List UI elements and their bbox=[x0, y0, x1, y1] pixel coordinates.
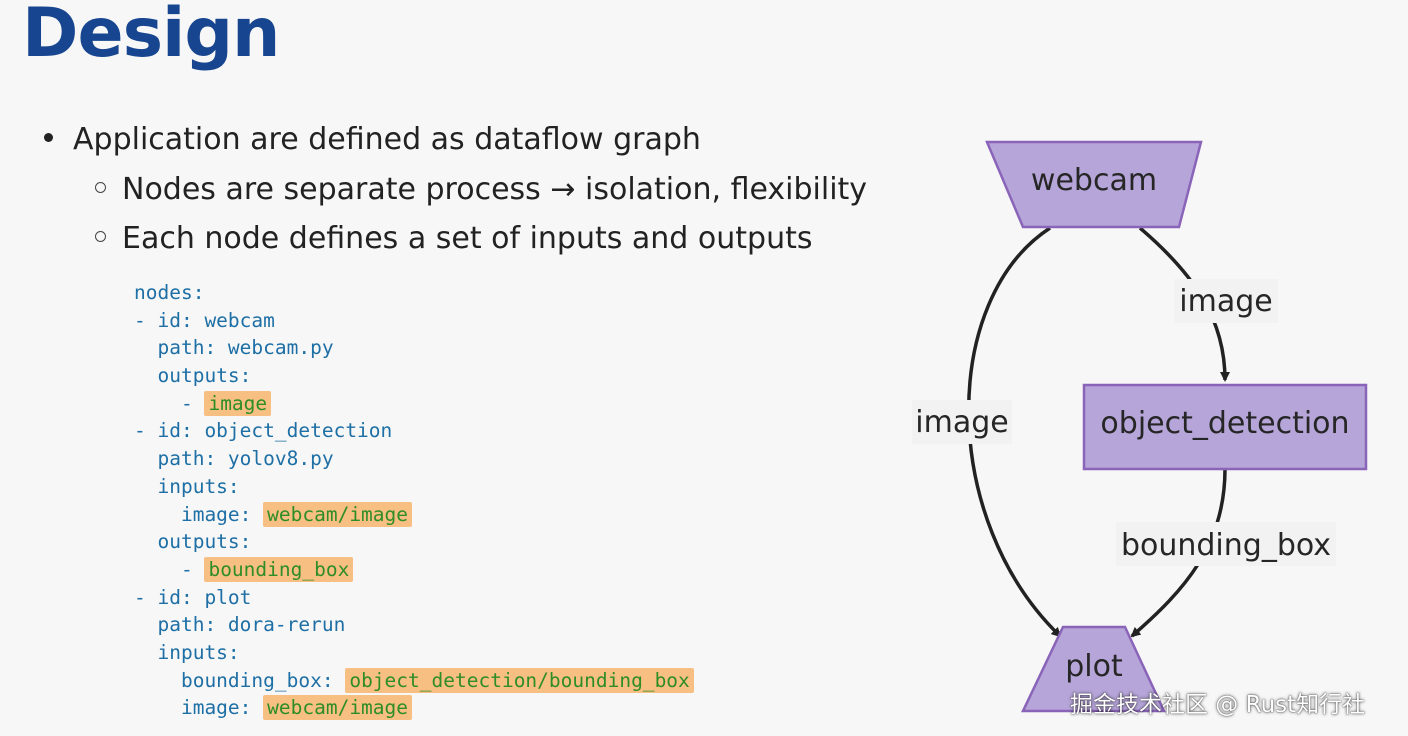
node-plot-shape bbox=[1021, 625, 1166, 713]
edge-label-image-left: image bbox=[915, 405, 1008, 440]
edge-label-image-right: image bbox=[1179, 284, 1272, 319]
yaml-code-block: nodes: - id: webcam path: webcam.py outp… bbox=[134, 279, 694, 722]
page-title: Design bbox=[22, 0, 280, 73]
edge-label-bounding-box: bounding_box bbox=[1121, 528, 1331, 563]
code-line: - id: object_detection bbox=[134, 419, 393, 443]
edge-label-bg bbox=[1174, 279, 1278, 323]
bullet-ring-icon bbox=[95, 182, 106, 193]
node-object-detection-shape bbox=[1082, 383, 1368, 471]
code-highlight: webcam/image bbox=[263, 501, 413, 527]
code-line: bounding_box: object_detection/bounding_… bbox=[134, 667, 694, 695]
node-webcam-shape bbox=[985, 140, 1203, 229]
code-highlight: image bbox=[204, 390, 272, 416]
edge-label-bg bbox=[1116, 522, 1336, 566]
bullet-sub-text: Nodes are separate process → isolation, … bbox=[122, 172, 868, 207]
bullet-main-text: Application are defined as dataflow grap… bbox=[73, 122, 701, 157]
code-line: outputs: bbox=[134, 530, 252, 554]
bullet-sub-1: Nodes are separate process → isolation, … bbox=[95, 172, 867, 207]
code-line: inputs: bbox=[134, 640, 240, 664]
code-line: - image bbox=[134, 390, 694, 418]
code-line: - bounding_box bbox=[134, 556, 694, 584]
bullet-sub-2: Each node defines a set of inputs and ou… bbox=[95, 221, 812, 256]
edge-label-bg bbox=[912, 400, 1012, 444]
code-highlight: bounding_box bbox=[204, 556, 354, 582]
code-line: image: webcam/image bbox=[134, 694, 694, 722]
code-highlight: webcam/image bbox=[263, 695, 413, 721]
node-plot-label: plot bbox=[1065, 649, 1123, 684]
bullet-sub-text: Each node defines a set of inputs and ou… bbox=[122, 221, 813, 256]
code-line: path: webcam.py bbox=[134, 336, 334, 360]
node-object-detection-label: object_detection bbox=[1100, 406, 1349, 441]
bullet-dot-icon bbox=[44, 133, 53, 142]
watermark: 掘金技术社区 @ Rust知行社 bbox=[1070, 692, 1366, 718]
code-line: path: dora-rerun bbox=[134, 613, 346, 637]
code-line: outputs: bbox=[134, 364, 252, 388]
code-line: image: webcam/image bbox=[134, 501, 694, 529]
node-webcam-label: webcam bbox=[1031, 163, 1157, 198]
code-line: - id: webcam bbox=[134, 308, 275, 332]
bullet-main: Application are defined as dataflow grap… bbox=[44, 122, 701, 157]
bullet-ring-icon bbox=[95, 231, 106, 242]
code-line: - id: plot bbox=[134, 585, 252, 609]
code-line: nodes: bbox=[134, 281, 205, 304]
code-highlight: object_detection/bounding_box bbox=[345, 667, 694, 693]
code-line: path: yolov8.py bbox=[134, 447, 334, 471]
code-line: inputs: bbox=[134, 474, 240, 498]
